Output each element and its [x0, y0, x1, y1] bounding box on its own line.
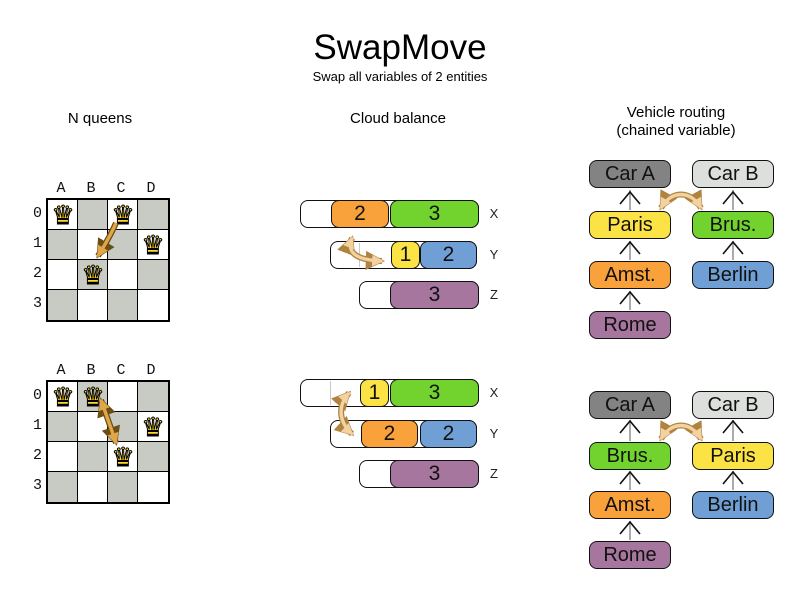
board-cell: [78, 290, 108, 320]
column-label: D: [146, 180, 156, 197]
swap-arrow-vehicle-before: [658, 189, 704, 211]
process-block: 3: [390, 200, 479, 228]
queen-icon: ♛: [141, 412, 165, 442]
board-cell: [48, 442, 78, 472]
section-title-vehicle-routing: Vehicle routing: [626, 104, 726, 121]
row-label: 3: [32, 295, 42, 312]
visit-node: Rome: [589, 541, 671, 569]
row-label: 0: [32, 387, 42, 404]
board-cell: [138, 260, 168, 290]
board-cell: [138, 472, 168, 502]
board-cell: [138, 200, 168, 230]
row-label: 1: [32, 235, 42, 252]
board-cell: [78, 472, 108, 502]
computer-label: Z: [490, 287, 498, 302]
board-cell: [78, 230, 108, 260]
board-cell: [138, 382, 168, 412]
computer-label: Y: [489, 247, 499, 262]
row-label: 0: [32, 205, 42, 222]
board-cell: [48, 290, 78, 320]
queen-icon: ♛: [81, 382, 105, 412]
board-cell: [78, 260, 108, 290]
column-label: B: [86, 180, 96, 197]
board-cell: [78, 442, 108, 472]
board-cell: [108, 382, 138, 412]
computer-label: Y: [489, 426, 499, 441]
visit-node: Berlin: [692, 491, 774, 519]
board-cell: [138, 412, 168, 442]
board-cell: [48, 472, 78, 502]
vehicle-node: Car B: [692, 391, 774, 419]
section-title-cloud-balance: Cloud balance: [350, 110, 446, 127]
process-block: 2: [331, 200, 389, 228]
computer-label: X: [489, 206, 499, 221]
queen-icon: ♛: [111, 442, 135, 472]
process-block: 2: [361, 420, 418, 448]
board-cell: [138, 290, 168, 320]
chessboard-before: ♛ ♛ ♛ ♛: [46, 198, 170, 322]
board-cell: [108, 290, 138, 320]
chessboard-after: ♛ ♛ ♛ ♛: [46, 380, 170, 504]
queen-icon: ♛: [111, 200, 135, 230]
queen-icon: ♛: [141, 230, 165, 260]
board-cell: [48, 230, 78, 260]
row-label: 1: [32, 417, 42, 434]
process-block: 2: [420, 420, 477, 448]
computer-label: Z: [490, 466, 498, 481]
visit-node: Amst.: [589, 491, 671, 519]
board-cell: [108, 230, 138, 260]
process-block: 1: [360, 379, 389, 407]
board-cell: [48, 200, 78, 230]
page-title: SwapMove: [313, 28, 487, 67]
board-cell: [78, 412, 108, 442]
row-label: 2: [32, 447, 42, 464]
board-cell: [48, 382, 78, 412]
process-block: 3: [390, 460, 479, 488]
section-title-nqueens: N queens: [67, 110, 133, 127]
board-cell: [138, 442, 168, 472]
chain-arrows: [619, 190, 744, 540]
visit-node: Paris: [692, 442, 774, 470]
vehicle-node: Car A: [589, 160, 671, 188]
board-cell: [138, 230, 168, 260]
board-cell: [78, 200, 108, 230]
column-label: C: [116, 362, 126, 379]
board-cell: [108, 442, 138, 472]
queen-icon: ♛: [81, 260, 105, 290]
section-title-vehicle-routing-sub: (chained variable): [616, 122, 736, 139]
process-block: 3: [390, 379, 479, 407]
process-block: 1: [391, 241, 420, 269]
board-cell: [108, 412, 138, 442]
visit-node: Berlin: [692, 261, 774, 289]
page-subtitle: Swap all variables of 2 entities: [312, 69, 488, 84]
computer-label: X: [489, 385, 499, 400]
column-label: D: [146, 362, 156, 379]
board-cell: [108, 200, 138, 230]
vehicle-node: Car B: [692, 160, 774, 188]
queen-icon: ♛: [51, 382, 75, 412]
queen-icon: ♛: [51, 200, 75, 230]
process-block: 3: [390, 281, 479, 309]
visit-node: Paris: [589, 211, 671, 239]
column-label: A: [56, 362, 66, 379]
row-label: 2: [32, 265, 42, 282]
column-label: A: [56, 180, 66, 197]
visit-node: Brus.: [589, 442, 671, 470]
visit-node: Amst.: [589, 261, 671, 289]
board-cell: [108, 260, 138, 290]
row-label: 3: [32, 477, 42, 494]
visit-node: Rome: [589, 311, 671, 339]
process-block: 2: [420, 241, 477, 269]
swap-arrow-vehicle-after: [658, 420, 704, 442]
board-cell: [108, 472, 138, 502]
board-cell: [48, 260, 78, 290]
vehicle-node: Car A: [589, 391, 671, 419]
board-cell: [48, 412, 78, 442]
column-label: C: [116, 180, 126, 197]
visit-node: Brus.: [692, 211, 774, 239]
column-label: B: [86, 362, 96, 379]
